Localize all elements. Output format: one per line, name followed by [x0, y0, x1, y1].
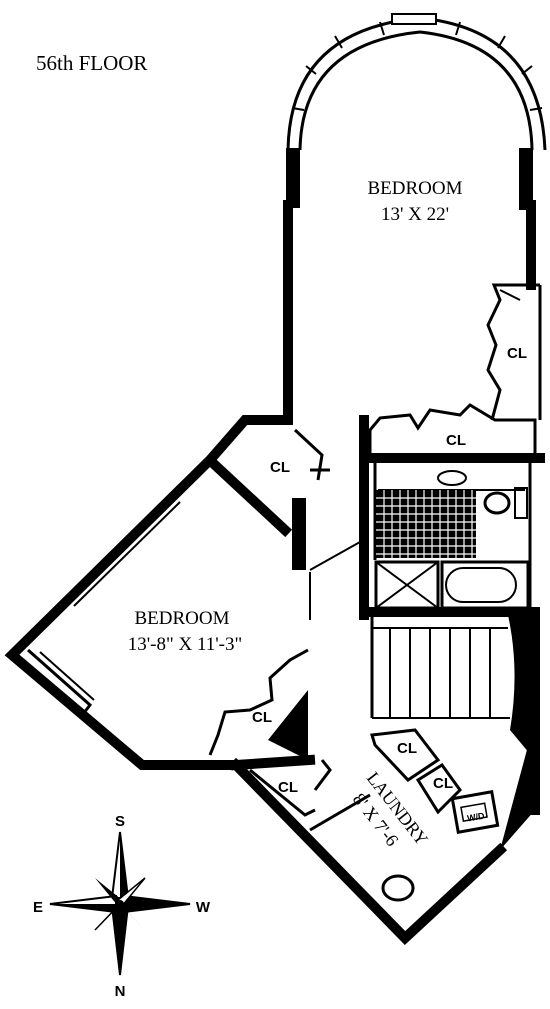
bedroom-top-dims: 13' X 22'	[381, 204, 449, 225]
washer-dryer-label: W/D	[466, 810, 485, 823]
closet-label-6: CL	[397, 740, 417, 757]
closet-label-4: CL	[252, 709, 272, 726]
compass-south: S	[115, 813, 125, 830]
closet-label-3: CL	[270, 459, 290, 476]
bedroom-left-dims: 13'-8" X 11'-3"	[128, 634, 243, 655]
closet-label-7: CL	[433, 775, 453, 792]
compass-north: N	[115, 983, 126, 1000]
closet-left-lower	[208, 648, 309, 760]
closet-bath-top	[360, 403, 545, 463]
floor-label: 56th FLOOR	[36, 51, 147, 75]
tile-floor	[376, 490, 476, 558]
laundry-closets	[370, 728, 500, 834]
closet-label-2: CL	[446, 432, 466, 449]
hall-lower	[228, 754, 508, 945]
laundry-sink	[381, 874, 415, 902]
left-bedroom-walls	[4, 415, 361, 770]
bathroom	[359, 415, 540, 620]
closet-label-5: CL	[278, 779, 298, 796]
closet-top-right	[486, 283, 542, 421]
bedroom-left-name: BEDROOM	[134, 608, 229, 629]
compass-east: E	[33, 899, 43, 916]
staircase	[370, 615, 535, 760]
compass-west: W	[196, 899, 211, 916]
compass-rose-icon	[49, 831, 191, 976]
top-bedroom-walls	[283, 13, 547, 425]
closet-label-1: CL	[507, 345, 527, 362]
bedroom-top-name: BEDROOM	[367, 178, 462, 199]
